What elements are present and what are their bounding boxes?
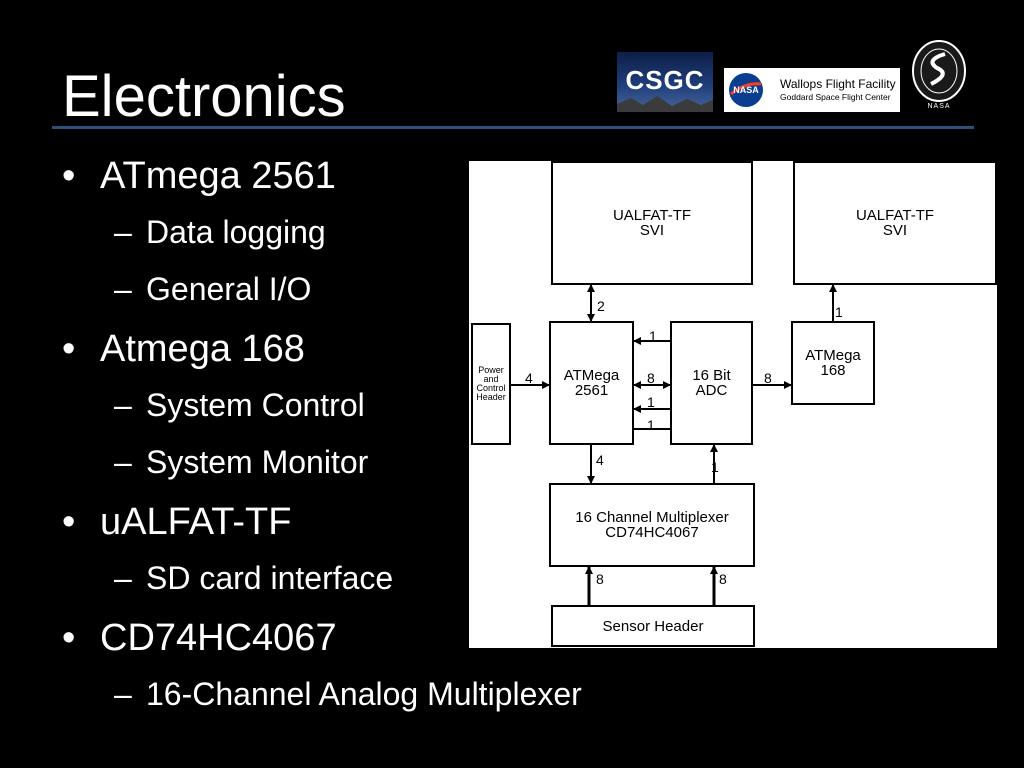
block-label: SVI [639,222,665,239]
block-label: UALFAT-TF [855,207,935,224]
ualfat-right-block: UALFAT-TF SVI [793,161,997,285]
power-control-header-block: Power and Control Header [471,323,511,445]
meatball-text: NASA [733,85,759,95]
block-label: 168 [820,362,846,379]
connector-label: 4 [525,370,533,386]
block-label: CD74HC4067 [605,524,699,541]
block-label: Sensor Header [602,617,704,635]
block-label: Header [476,392,506,402]
block-label: and [483,374,499,384]
block-label: Power [478,365,504,375]
block-diagram: UALFAT-TF SVI UALFAT-TF SVI Power and Co… [469,161,997,648]
connector-label: 1 [647,417,655,433]
sub-bullet-item: System Control [62,386,702,424]
sub-bullet-item: 16-Channel Analog Multiplexer [62,675,702,713]
nasa-meatball-icon: NASA [729,73,763,107]
space-grant-seal: NASA [911,40,967,114]
block-label: 2561 [574,382,609,399]
seal-icon [912,40,966,102]
block-label: 16 Bit [692,367,731,384]
seal-caption: NASA [927,103,951,110]
block-label: ADC [695,382,728,399]
bullet-item: Atmega 168 [62,327,702,371]
block-label: ATMega [805,347,861,364]
atmega168-block: ATMega 168 [791,321,875,405]
slide-title: Electronics [62,64,346,129]
block-label: UALFAT-TF [612,207,692,224]
wallops-logo: NASA Wallops Flight Facility Goddard Spa… [724,68,900,112]
mountain-icon [617,96,713,112]
multiplexer-block: 16 Channel Multiplexer CD74HC4067 [549,483,755,567]
connector-label: 4 [596,452,604,468]
sub-bullet-item: Data logging [62,213,702,251]
bullet-item: uALFAT-TF [62,500,702,544]
sub-bullet-item: SD card interface [62,559,702,597]
wallops-name: Wallops Flight Facility [780,77,896,91]
bullet-item: CD74HC4067 [62,616,702,660]
title-divider [52,126,974,129]
adc-block: 16 Bit ADC [670,321,753,445]
goddard-name: Goddard Space Flight Center [780,92,891,102]
connector-label: 1 [711,459,719,475]
bullet-list: ATmega 2561 Data logging General I/O Atm… [62,154,702,732]
block-label: 16 Channel Multiplexer [575,509,729,526]
connector-label: 1 [647,394,655,410]
csgc-logo: CSGC [617,52,713,112]
atmega2561-block: ATMega 2561 [549,321,634,445]
diagram-connectors [511,284,837,605]
sub-bullet-item: System Monitor [62,443,702,481]
sub-bullet-item: General I/O [62,270,702,308]
connector-label: 8 [647,370,655,386]
block-label: Control [476,383,506,393]
block-label: ATMega [563,367,620,384]
ualfat-left-block: UALFAT-TF SVI [551,161,753,285]
csgc-logo-text: CSGC [625,65,705,95]
connector-label: 1 [649,328,657,344]
connector-label: 8 [764,370,772,386]
connector-label: 8 [596,571,604,587]
sensor-header-block: Sensor Header [551,605,755,647]
connector-label: 8 [719,571,727,587]
connector-label: 1 [835,304,843,320]
bullet-item: ATmega 2561 [62,154,702,198]
connector-label: 2 [597,298,605,314]
block-label: SVI [882,222,908,239]
